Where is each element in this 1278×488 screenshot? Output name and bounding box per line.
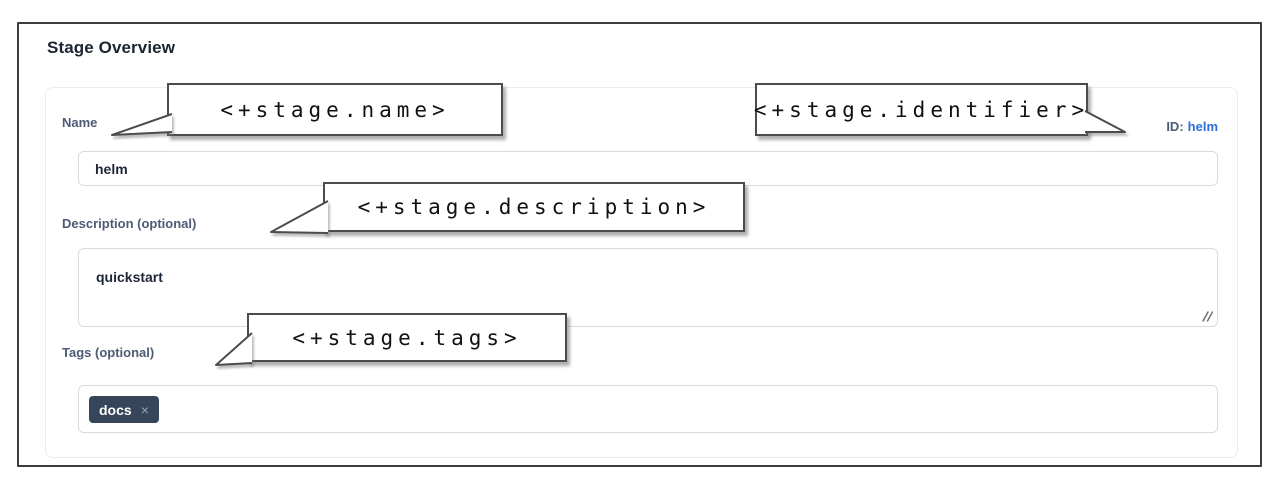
annotation-stage-identifier-text: <+stage.identifier> <box>753 97 1090 122</box>
annotation-stage-tags: <+stage.tags> <box>215 313 567 366</box>
tags-label: Tags (optional) <box>62 345 155 360</box>
tags-input[interactable]: docs × <box>78 385 1218 433</box>
annotation-stage-description: <+stage.description> <box>270 182 745 234</box>
annotation-stage-description-text: <+stage.description> <box>357 195 711 219</box>
annotation-stage-identifier: <+stage.identifier> <box>753 83 1126 136</box>
callout-tail-left-icon <box>215 332 253 366</box>
description-label: Description (optional) <box>62 216 197 231</box>
name-label: Name <box>62 115 98 130</box>
id-value-link[interactable]: helm <box>1187 119 1218 134</box>
resize-handle-icon[interactable] <box>1200 309 1213 322</box>
tag-chip: docs × <box>89 396 159 423</box>
annotation-stage-name-text: <+stage.name> <box>220 97 450 122</box>
callout-tail-left-icon <box>270 200 329 234</box>
name-input[interactable] <box>78 151 1218 186</box>
callout-tail-left-icon <box>111 113 173 136</box>
description-value: quickstart <box>96 269 163 285</box>
callout-tail-right-icon <box>1084 110 1126 133</box>
tag-chip-label: docs <box>99 401 132 418</box>
remove-tag-icon[interactable]: × <box>140 401 149 418</box>
annotation-stage-tags-text: <+stage.tags> <box>292 325 522 350</box>
stage-id-line: ID:helm <box>1000 119 1218 134</box>
page-title: Stage Overview <box>47 38 176 57</box>
annotation-stage-name: <+stage.name> <box>111 83 503 136</box>
id-prefix-label: ID: <box>1166 119 1184 134</box>
